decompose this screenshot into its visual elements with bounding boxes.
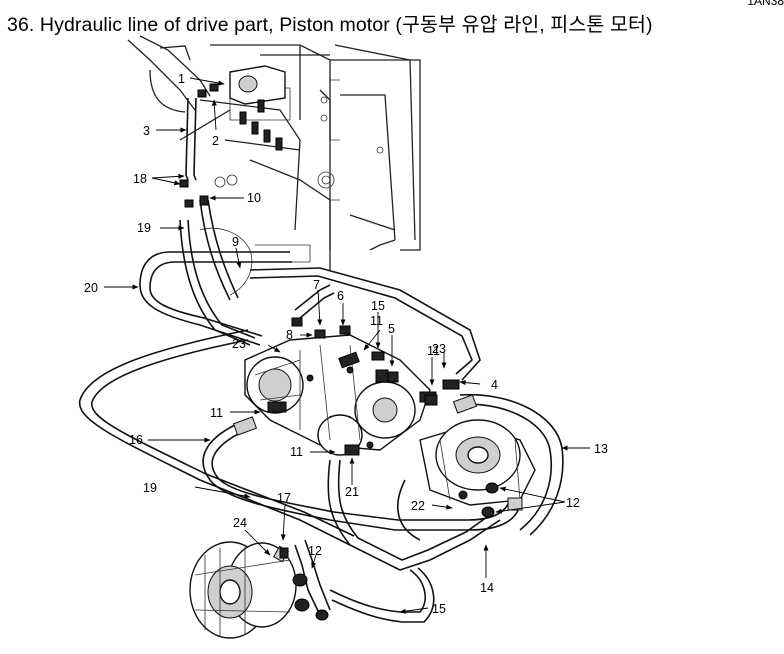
diagram-title: 36. Hydraulic line of drive part, Piston… (7, 14, 653, 36)
callout-11-a: 11 (210, 406, 223, 420)
callout-21: 21 (345, 485, 359, 499)
callout-12-b: 12 (308, 544, 322, 558)
callout-15-a: 15 (371, 299, 385, 313)
callout-3: 3 (143, 124, 150, 138)
leader-lines (104, 77, 590, 614)
corner-code: 1AN38 (747, 0, 784, 8)
callout-19-a: 19 (137, 221, 151, 235)
callout-18: 18 (133, 172, 147, 186)
callout-16: 16 (129, 433, 143, 447)
callout-8: 8 (286, 328, 293, 342)
callout-13: 13 (594, 442, 608, 456)
callout-11-b: 11 (290, 445, 303, 459)
callout-9: 9 (232, 235, 239, 249)
right-piston-motor (419, 419, 536, 518)
callout-1: 1 (178, 72, 185, 86)
callout-4: 4 (491, 378, 498, 392)
callout-5: 5 (388, 322, 395, 336)
fittings (179, 179, 460, 559)
callout-19-b: 19 (143, 481, 157, 495)
callout-11-c: 11 (370, 314, 383, 328)
callout-10: 10 (247, 191, 261, 205)
main-pump (232, 334, 478, 456)
valve-block (197, 65, 286, 151)
callout-14: 14 (480, 581, 494, 595)
callout-22: 22 (411, 499, 425, 513)
callout-2: 2 (212, 134, 219, 148)
left-piston-motor (189, 541, 329, 639)
hydraulic-hoses (78, 97, 564, 623)
callout-23-b: 23 (432, 342, 446, 356)
callout-20: 20 (84, 281, 98, 295)
callout-24: 24 (233, 516, 247, 530)
callout-labels: 1 2 3 4 5 6 7 8 9 10 11 11 11 11 11 12 1… (84, 72, 608, 616)
callout-7: 7 (313, 278, 320, 292)
chassis-frame (127, 35, 421, 296)
callout-11-d: 11 (427, 344, 440, 358)
callout-6: 6 (337, 289, 344, 303)
callout-12-a: 12 (566, 496, 580, 510)
callout-15-b: 15 (432, 602, 446, 616)
callout-17: 17 (277, 491, 291, 505)
callout-23-a: 23 (232, 337, 246, 351)
